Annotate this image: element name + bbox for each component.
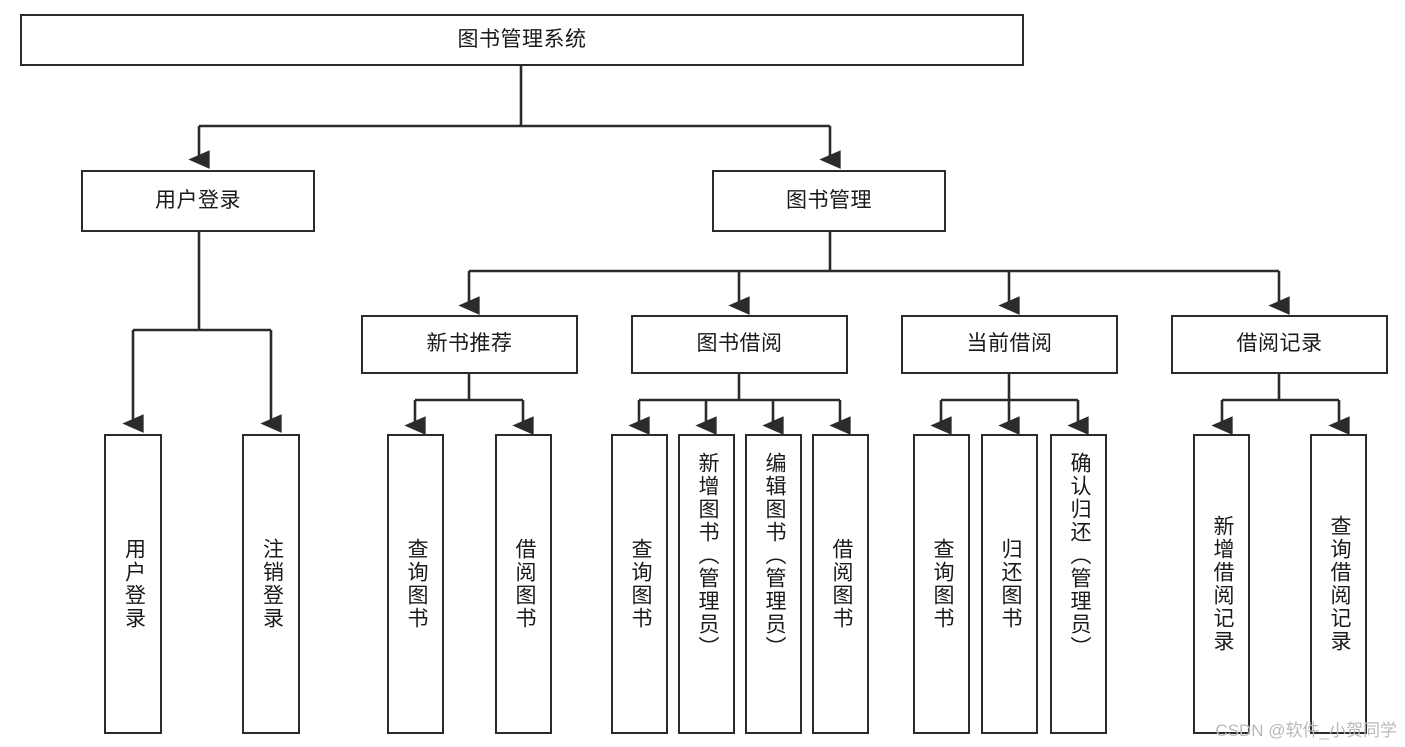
node-leaf-borrow-book-2[interactable]: 借阅图书 <box>812 434 869 734</box>
node-new-book-recommend-label: 新书推荐 <box>426 332 513 356</box>
node-root[interactable]: 图书管理系统 <box>20 14 1024 66</box>
node-root-label: 图书管理系统 <box>457 27 587 51</box>
node-leaf-query-book-1[interactable]: 查询图书 <box>387 434 444 734</box>
node-leaf-edit-book-label: 编辑图书（管理员） <box>762 452 786 659</box>
node-leaf-logout-login-label: 注销登录 <box>260 538 284 630</box>
node-leaf-query-book-3[interactable]: 查询图书 <box>913 434 970 734</box>
node-leaf-edit-book[interactable]: 编辑图书（管理员） <box>745 434 802 734</box>
node-book-borrow[interactable]: 图书借阅 <box>631 315 848 374</box>
node-current-borrow[interactable]: 当前借阅 <box>901 315 1118 374</box>
node-leaf-query-book-1-label: 查询图书 <box>404 538 428 630</box>
node-leaf-borrow-book-1-label: 借阅图书 <box>512 538 536 630</box>
node-leaf-confirm-return-label: 确认归还（管理员） <box>1067 452 1091 659</box>
node-leaf-query-book-2[interactable]: 查询图书 <box>611 434 668 734</box>
node-book-manage-label: 图书管理 <box>786 188 872 212</box>
node-leaf-add-book-label: 新增图书（管理员） <box>695 452 719 659</box>
node-user-login-label: 用户登录 <box>155 188 241 212</box>
node-leaf-add-record[interactable]: 新增借阅记录 <box>1193 434 1250 734</box>
node-borrow-record-label: 借阅记录 <box>1236 332 1323 356</box>
node-leaf-user-login[interactable]: 用户登录 <box>104 434 162 734</box>
node-leaf-add-record-label: 新增借阅记录 <box>1210 515 1234 653</box>
node-leaf-borrow-book-1[interactable]: 借阅图书 <box>495 434 552 734</box>
csdn-watermark: CSDN @软件_小贺同学 <box>1215 721 1397 740</box>
node-leaf-add-book[interactable]: 新增图书（管理员） <box>678 434 735 734</box>
node-book-manage[interactable]: 图书管理 <box>712 170 946 232</box>
node-leaf-query-record[interactable]: 查询借阅记录 <box>1310 434 1367 734</box>
node-leaf-return-book-label: 归还图书 <box>998 538 1022 630</box>
node-current-borrow-label: 当前借阅 <box>966 332 1053 356</box>
node-leaf-logout-login[interactable]: 注销登录 <box>242 434 300 734</box>
node-book-borrow-label: 图书借阅 <box>696 332 783 356</box>
node-leaf-user-login-label: 用户登录 <box>122 538 146 630</box>
node-new-book-recommend[interactable]: 新书推荐 <box>361 315 578 374</box>
node-leaf-query-book-3-label: 查询图书 <box>930 538 954 630</box>
node-user-login[interactable]: 用户登录 <box>81 170 315 232</box>
node-leaf-return-book[interactable]: 归还图书 <box>981 434 1038 734</box>
node-leaf-query-record-label: 查询借阅记录 <box>1327 515 1351 653</box>
node-borrow-record[interactable]: 借阅记录 <box>1171 315 1388 374</box>
node-leaf-borrow-book-2-label: 借阅图书 <box>829 538 853 630</box>
node-leaf-query-book-2-label: 查询图书 <box>628 538 652 630</box>
node-leaf-confirm-return[interactable]: 确认归还（管理员） <box>1050 434 1107 734</box>
